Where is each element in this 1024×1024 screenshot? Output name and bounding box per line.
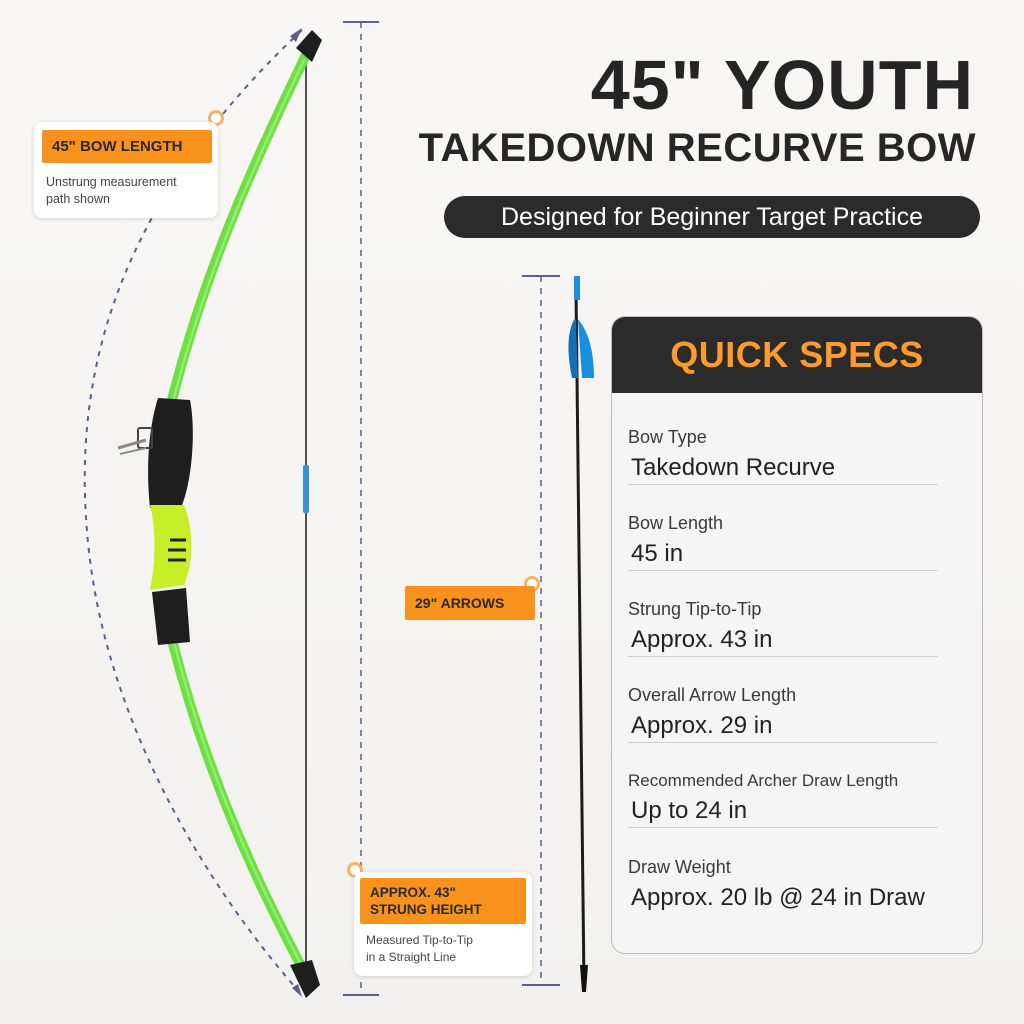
callout-tag: 45" BOW LENGTH: [42, 130, 212, 163]
spec-label: Bow Type: [628, 427, 707, 447]
lower-limb-tip: [290, 960, 320, 998]
fletching-left: [568, 318, 578, 378]
grip: [150, 505, 192, 590]
arc-arrowhead-top: [290, 28, 302, 42]
spec-label: Bow Length: [628, 513, 724, 533]
spec-draw-length: Recommended Archer Draw Length Up to 24 …: [628, 771, 938, 828]
spec-bow-length: Bow Length 45 in: [628, 513, 938, 571]
lower-limb: [167, 635, 311, 980]
page-title: 45" YOUTH: [590, 46, 974, 124]
spec-overall-arrow-length: Overall Arrow Length Approx. 29 in: [628, 685, 938, 743]
page-subtitle: TAKEDOWN RECURVE BOW: [418, 126, 976, 170]
spec-label: Strung Tip-to-Tip: [628, 599, 762, 619]
spec-value: Takedown Recurve: [628, 454, 938, 485]
riser-lower: [152, 588, 190, 645]
spec-value: 45 in: [628, 540, 938, 571]
spec-strung-tip-to-tip: Strung Tip-to-Tip Approx. 43 in: [628, 599, 938, 657]
fletching-right: [577, 318, 594, 378]
spec-bow-type: Bow Type Takedown Recurve: [628, 427, 938, 485]
spec-value: Up to 24 in: [628, 797, 938, 828]
string-nock-serving: [303, 465, 309, 513]
spec-draw-weight: Draw Weight Approx. 20 lb @ 24 in Draw: [628, 857, 962, 914]
spec-label: Draw Weight: [628, 857, 731, 877]
quick-specs-card: QUICK SPECS Bow Type Takedown Recurve Bo…: [611, 316, 983, 954]
callout-note: Measured Tip-to-Tip in a Straight Line: [366, 933, 473, 964]
callout-strung-height: APPROX. 43" STRUNG HEIGHT Measured Tip-t…: [354, 872, 532, 976]
arrow-illustration: [568, 276, 594, 992]
quick-specs-title: QUICK SPECS: [612, 317, 982, 393]
callout-bow-length: 45" BOW LENGTH Unstrung measurement path…: [34, 122, 218, 218]
upper-limb-tip: [296, 30, 322, 62]
riser-upper: [148, 398, 193, 508]
arc-arrowhead-bottom: [292, 984, 302, 997]
spec-value: Approx. 29 in: [628, 712, 938, 743]
callout-tag: APPROX. 43" STRUNG HEIGHT: [360, 878, 526, 924]
tagline-pill: Designed for Beginner Target Practice: [444, 196, 980, 238]
upper-limb: [167, 50, 311, 405]
sight-pin-icon: [117, 427, 153, 455]
arrow-tip: [580, 965, 588, 992]
callout-tag-arrows: 29" ARROWS: [405, 586, 535, 620]
callout-note: Unstrung measurement path shown: [46, 175, 177, 206]
spec-value: Approx. 20 lb @ 24 in Draw: [631, 884, 925, 911]
spec-label: Overall Arrow Length: [628, 685, 797, 705]
spec-label: Recommended Archer Draw Length: [628, 771, 899, 790]
arrow-nock: [574, 276, 580, 300]
spec-value: Approx. 43 in: [628, 626, 938, 657]
